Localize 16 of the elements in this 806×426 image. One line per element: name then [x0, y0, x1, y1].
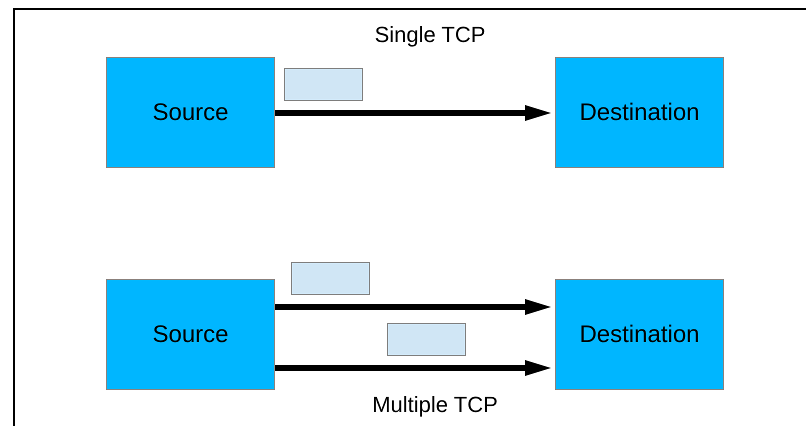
- process-box: [555, 279, 724, 390]
- process-box: [106, 57, 275, 168]
- arrow: [275, 360, 551, 376]
- node-text: Source: [152, 320, 229, 348]
- node-text: Source: [152, 98, 229, 126]
- process-box: [555, 57, 724, 168]
- heading-label: Multiple TCP: [372, 392, 498, 418]
- arrow: [275, 299, 551, 315]
- process-box: [106, 279, 275, 390]
- packet-box: [291, 262, 370, 295]
- node-text: Destination: [579, 320, 700, 348]
- heading-label: Single TCP: [374, 22, 486, 48]
- packet-box: [387, 323, 466, 356]
- node-text: Destination: [579, 98, 700, 126]
- arrow: [275, 105, 551, 121]
- packet-box: [284, 68, 363, 101]
